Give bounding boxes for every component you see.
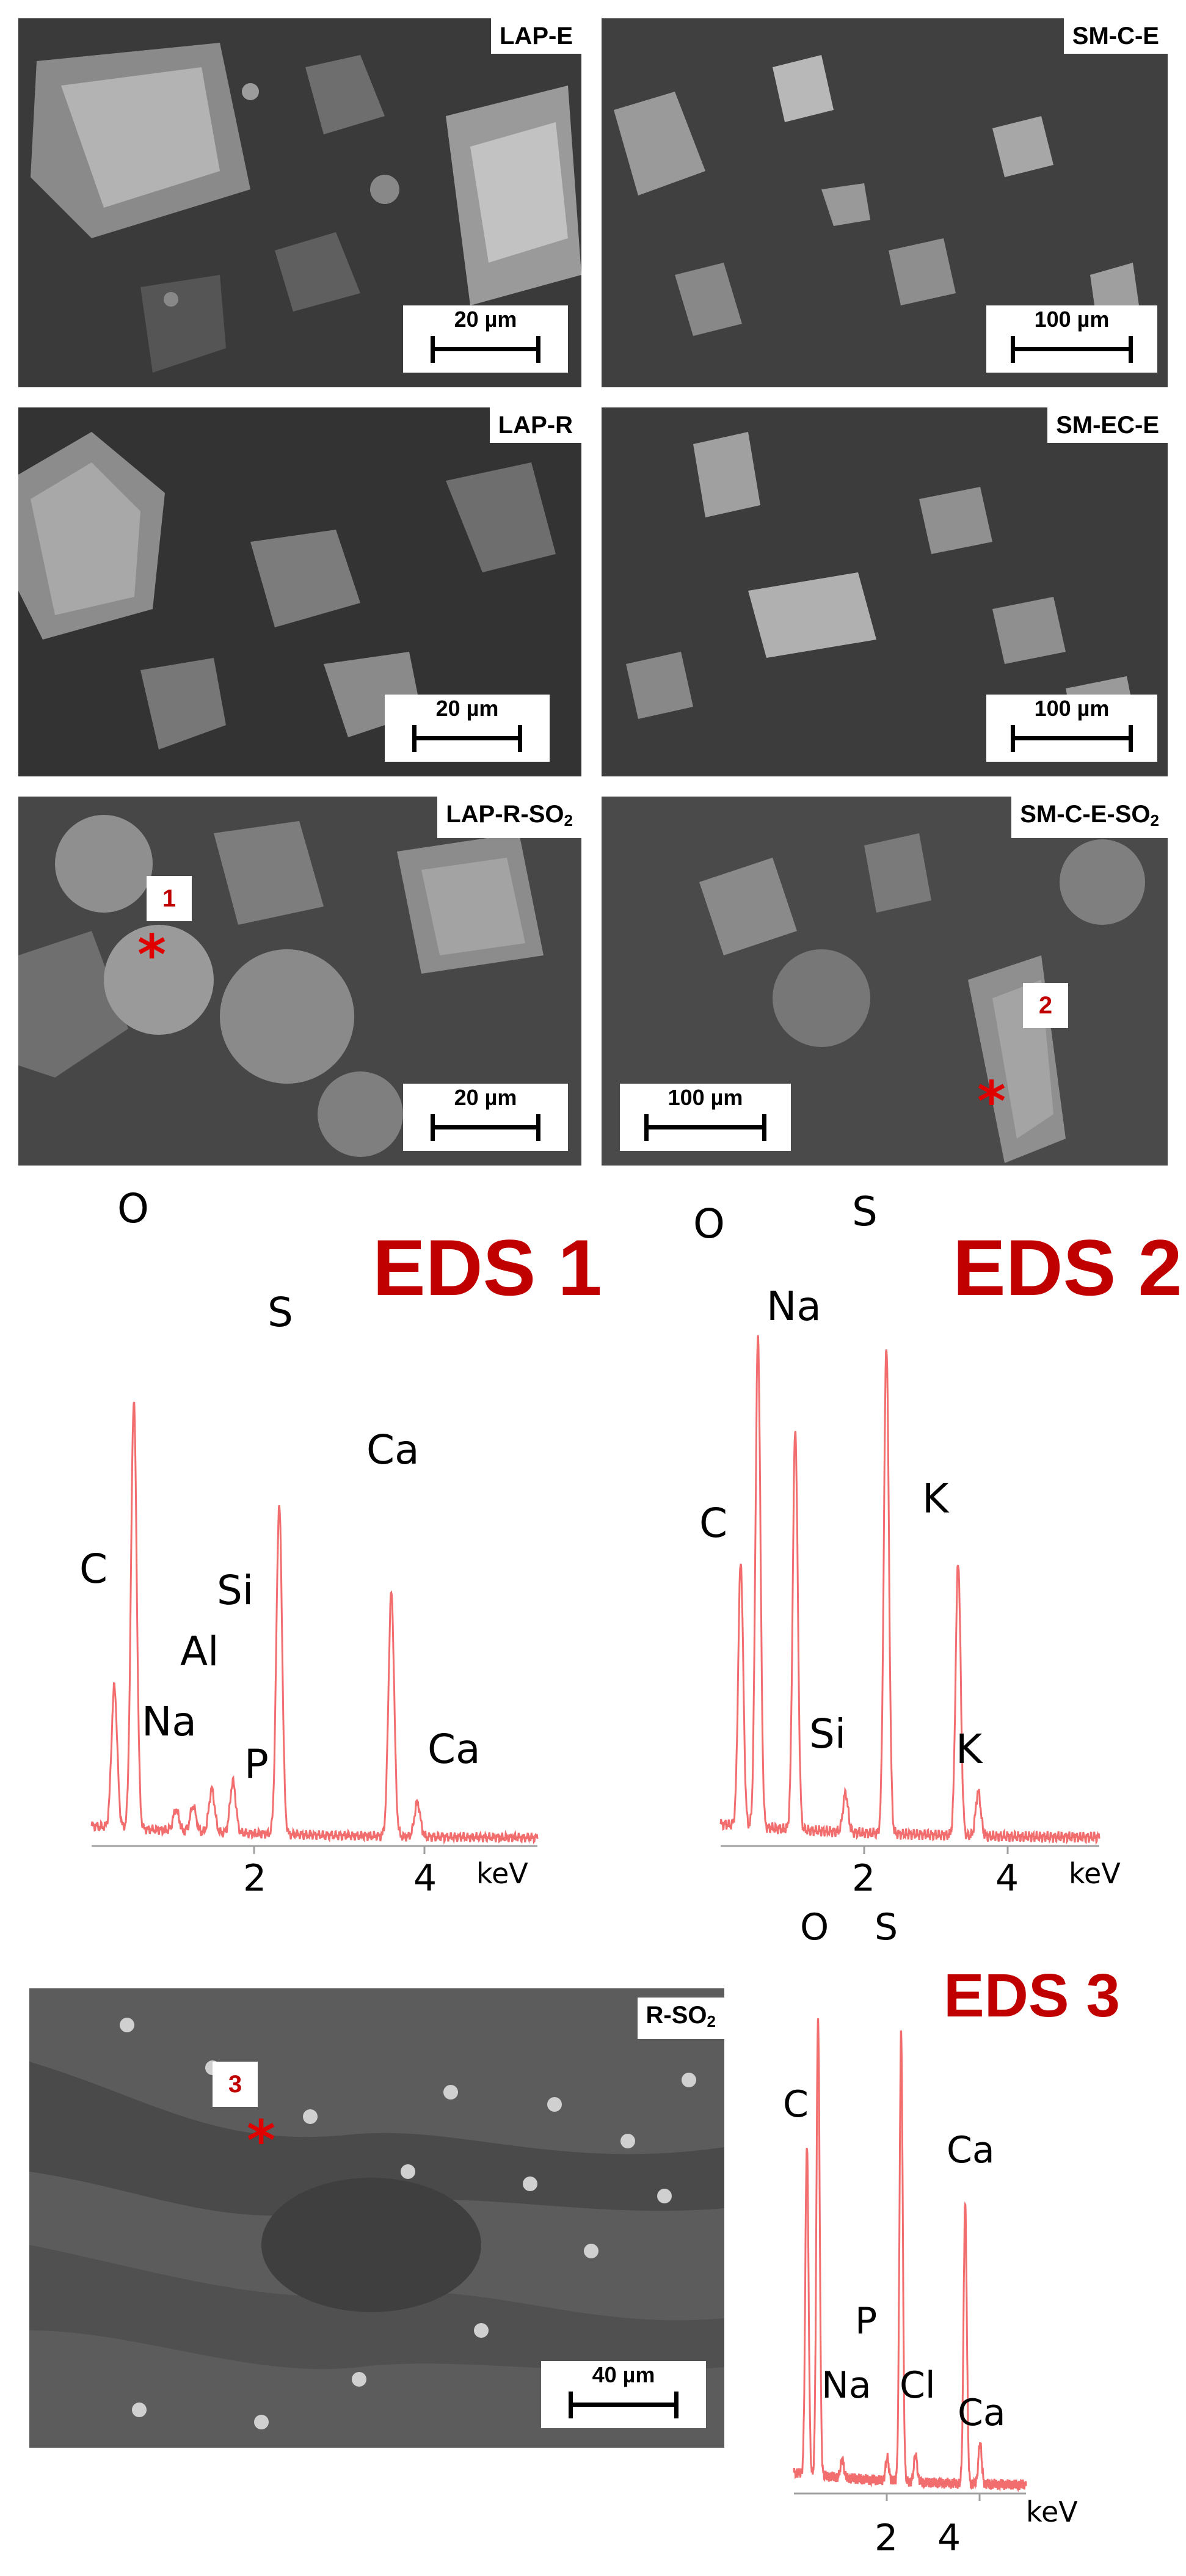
analysis-point-3-marker: * xyxy=(247,2109,276,2173)
analysis-point-2-marker: * xyxy=(977,1070,1006,1134)
sem-image-lap-r-so2: LAP-R-SO2 1 * 20 µm xyxy=(18,797,581,1166)
x-tick-label: 4 xyxy=(413,1857,437,1900)
x-tick-label: 2 xyxy=(243,1857,267,1900)
peak-label-c: C xyxy=(79,1545,108,1593)
sample-label: LAP-R-SO2 xyxy=(437,797,581,838)
scale-bar: 20 µm xyxy=(403,1084,568,1151)
x-axis-unit: keV xyxy=(476,1857,528,1890)
sample-label: R-SO2 xyxy=(637,1998,724,2039)
sample-label-main: SM-C-E-SO xyxy=(1020,801,1151,828)
scale-label: 20 µm xyxy=(454,307,517,332)
scale-label: 20 µm xyxy=(435,696,499,721)
analysis-point-3-label: 3 xyxy=(213,2062,258,2107)
peak-label-na: Na xyxy=(821,2364,871,2407)
sample-label: SM-C-E-SO2 xyxy=(1011,797,1168,838)
sample-label: SM-EC-E xyxy=(1047,407,1168,443)
eds-title: EDS 3 xyxy=(944,1961,1121,2030)
spectrum-plot xyxy=(793,2018,1027,2501)
peak-label-k: K xyxy=(922,1475,949,1522)
sem-image-lap-r: LAP-R 20 µm xyxy=(18,407,581,776)
peak-label-na: Na xyxy=(766,1283,821,1330)
scale-label: 100 µm xyxy=(668,1085,743,1110)
peak-label-al: Al xyxy=(180,1628,219,1675)
sem-texture xyxy=(18,815,544,1157)
peak-label-na: Na xyxy=(142,1698,197,1745)
sem-texture xyxy=(614,55,1139,336)
peak-label-k-kb: K xyxy=(956,1726,983,1773)
peak-label-ca: Ca xyxy=(366,1426,420,1473)
peak-label-ca-kb: Ca xyxy=(958,2392,1006,2434)
analysis-point-1-label: 1 xyxy=(147,876,192,921)
sample-label: SM-C-E xyxy=(1063,18,1168,54)
sample-label-subscript: 2 xyxy=(707,2012,716,2031)
peak-label-c: C xyxy=(783,2083,809,2126)
scale-label: 40 µm xyxy=(592,2362,655,2387)
sem-texture xyxy=(31,43,581,373)
peak-label-si: Si xyxy=(809,1710,846,1757)
scale-bar: 20 µm xyxy=(385,695,550,762)
peak-label-cl: Cl xyxy=(900,2364,936,2407)
sem-image-lap-e: LAP-E 20 µm xyxy=(18,18,581,387)
x-tick-label: 4 xyxy=(937,2517,961,2560)
sem-image-sm-c-e-so2: SM-C-E-SO2 2 * 100 µm xyxy=(602,797,1168,1166)
sample-label-subscript: 2 xyxy=(564,811,573,830)
peak-label-p: P xyxy=(855,2300,878,2343)
spectrum-trace xyxy=(719,1335,1101,1845)
peak-label-p: P xyxy=(244,1741,269,1788)
spectrum-plot xyxy=(719,1335,1101,1854)
sample-label-subscript: 2 xyxy=(1150,811,1159,830)
analysis-point-1-marker: * xyxy=(137,923,167,987)
eds-spectrum-3 xyxy=(793,1961,1027,2511)
sem-image-r-so2: R-SO2 3 * 40 µm xyxy=(29,1988,724,2448)
sem-image-sm-ec-e: SM-EC-E 100 µm xyxy=(602,407,1168,776)
eds-spectrum-2 xyxy=(719,1252,1101,1912)
spectrum-plot xyxy=(90,1401,539,1854)
scale-bar: 20 µm xyxy=(403,305,568,373)
x-axis-unit: keV xyxy=(1069,1857,1121,1890)
peak-label-ca-kb: Ca xyxy=(427,1726,481,1773)
scale-label: 20 µm xyxy=(454,1085,517,1110)
sample-label: LAP-R xyxy=(489,407,581,443)
peak-label-s: S xyxy=(852,1188,878,1235)
scale-label: 100 µm xyxy=(1034,696,1110,721)
peak-label-o: O xyxy=(117,1185,149,1232)
sample-label-main: LAP-R-SO xyxy=(446,801,564,828)
spectrum-trace xyxy=(793,2018,1027,2493)
peak-label-o: O xyxy=(800,1906,829,1949)
peak-label-c: C xyxy=(699,1500,728,1547)
x-tick-label: 2 xyxy=(852,1857,876,1900)
sem-texture xyxy=(18,432,556,750)
sem-image-sm-c-e: SM-C-E 100 µm xyxy=(602,18,1168,387)
eds-title: EDS 1 xyxy=(373,1223,602,1312)
x-axis-unit: keV xyxy=(1026,2495,1078,2528)
eds-title: EDS 2 xyxy=(953,1223,1182,1312)
scale-label: 100 µm xyxy=(1034,307,1110,332)
peak-label-s: S xyxy=(267,1289,293,1336)
scale-bar: 100 µm xyxy=(986,305,1157,373)
peak-label-ca: Ca xyxy=(947,2129,995,2172)
peak-label-o: O xyxy=(693,1200,725,1247)
x-tick-label: 2 xyxy=(875,2517,898,2560)
eds-spectrum-1 xyxy=(90,1252,539,1912)
sample-label-main: R-SO xyxy=(646,2002,707,2029)
spectrum-trace xyxy=(90,1401,539,1845)
peak-label-s: S xyxy=(875,1906,898,1949)
x-tick-label: 4 xyxy=(995,1857,1019,1900)
scale-bar: 100 µm xyxy=(986,695,1157,762)
peak-label-si: Si xyxy=(217,1567,254,1614)
scale-bar: 100 µm xyxy=(620,1084,791,1151)
scale-bar: 40 µm xyxy=(541,2361,706,2428)
sample-label: LAP-E xyxy=(491,18,581,54)
analysis-point-2-label: 2 xyxy=(1023,983,1068,1028)
